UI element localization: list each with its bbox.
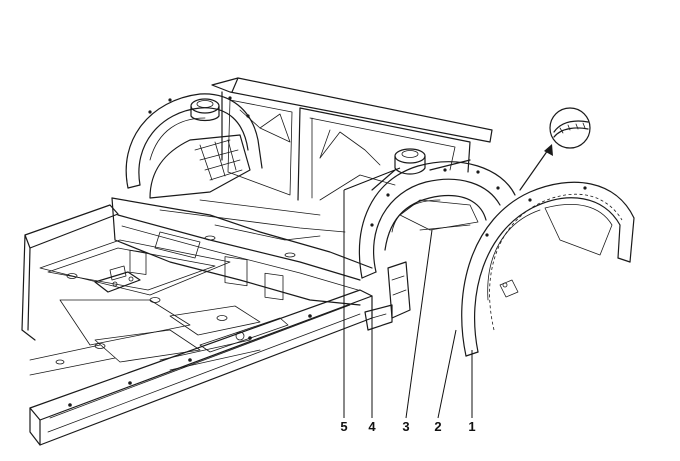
callout-1: 1 [468,419,475,434]
leader-lines [344,168,472,418]
edge-seal-detail [550,108,590,148]
callout-4: 4 [368,419,376,434]
callout-5: 5 [340,419,347,434]
rear-bulkhead [212,78,492,200]
side-sill [30,290,372,445]
rear-floor [160,200,345,257]
sill-end-bracket [365,262,410,330]
detail-arrow [520,144,553,190]
callout-labels: 5 4 3 2 1 [340,419,475,434]
floor-pan [22,205,260,375]
callout-3: 3 [402,419,409,434]
right-inner-wheel-arch [359,149,515,278]
callout-2: 2 [434,419,441,434]
floor-bracket [95,266,140,292]
wheel-arch-liner [462,182,634,356]
left-inner-wheel-arch [126,94,262,198]
